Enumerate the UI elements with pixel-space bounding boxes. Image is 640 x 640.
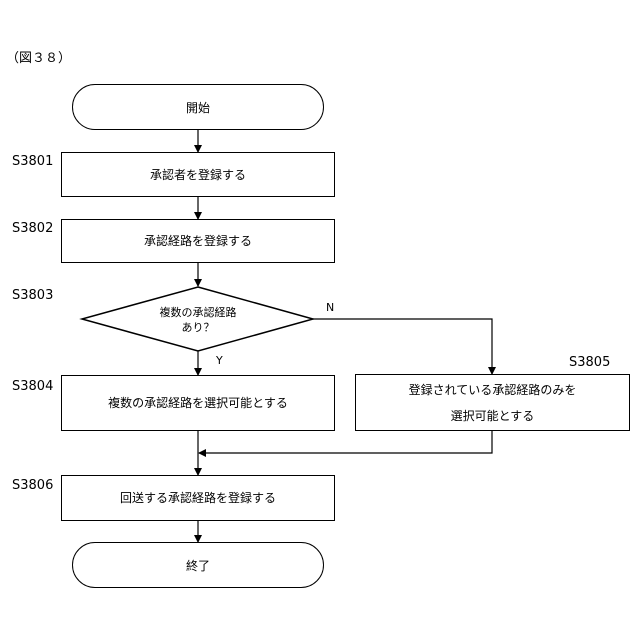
process-s3806-text: 回送する承認経路を登録する bbox=[120, 485, 276, 511]
process-s3805-text-line2: 選択可能とする bbox=[451, 403, 535, 429]
decision-text-line1: 複数の承認経路 bbox=[128, 305, 268, 320]
arrow-s3805-to-merge bbox=[199, 431, 492, 453]
process-s3802: 承認経路を登録する bbox=[61, 219, 335, 263]
step-label-s3805: S3805 bbox=[569, 355, 610, 371]
branch-yes-label: Y bbox=[216, 354, 223, 367]
process-s3801-text: 承認者を登録する bbox=[150, 162, 246, 188]
decision-text: 複数の承認経路 あり？ bbox=[128, 305, 268, 335]
process-s3804: 複数の承認経路を選択可能とする bbox=[61, 375, 335, 431]
process-s3801: 承認者を登録する bbox=[61, 152, 335, 197]
process-s3805-text-line1: 登録されている承認経路のみを bbox=[409, 377, 577, 403]
process-s3804-text: 複数の承認経路を選択可能とする bbox=[108, 390, 288, 416]
step-label-s3801: S3801 bbox=[12, 154, 53, 170]
branch-no-label: N bbox=[326, 301, 334, 314]
end-terminal: 終了 bbox=[72, 542, 324, 588]
step-label-s3803: S3803 bbox=[12, 288, 53, 304]
end-text: 終了 bbox=[186, 557, 210, 574]
decision-text-line2: あり？ bbox=[128, 320, 268, 335]
figure-label: （図３８） bbox=[6, 51, 71, 67]
process-s3806: 回送する承認経路を登録する bbox=[61, 475, 335, 521]
step-label-s3806: S3806 bbox=[12, 478, 53, 494]
start-terminal: 開始 bbox=[72, 84, 324, 130]
step-label-s3804: S3804 bbox=[12, 379, 53, 395]
process-s3805: 登録されている承認経路のみを 選択可能とする bbox=[355, 374, 630, 431]
process-s3802-text: 承認経路を登録する bbox=[144, 228, 252, 254]
arrow-no-branch bbox=[313, 319, 492, 374]
start-text: 開始 bbox=[186, 99, 210, 116]
step-label-s3802: S3802 bbox=[12, 221, 53, 237]
